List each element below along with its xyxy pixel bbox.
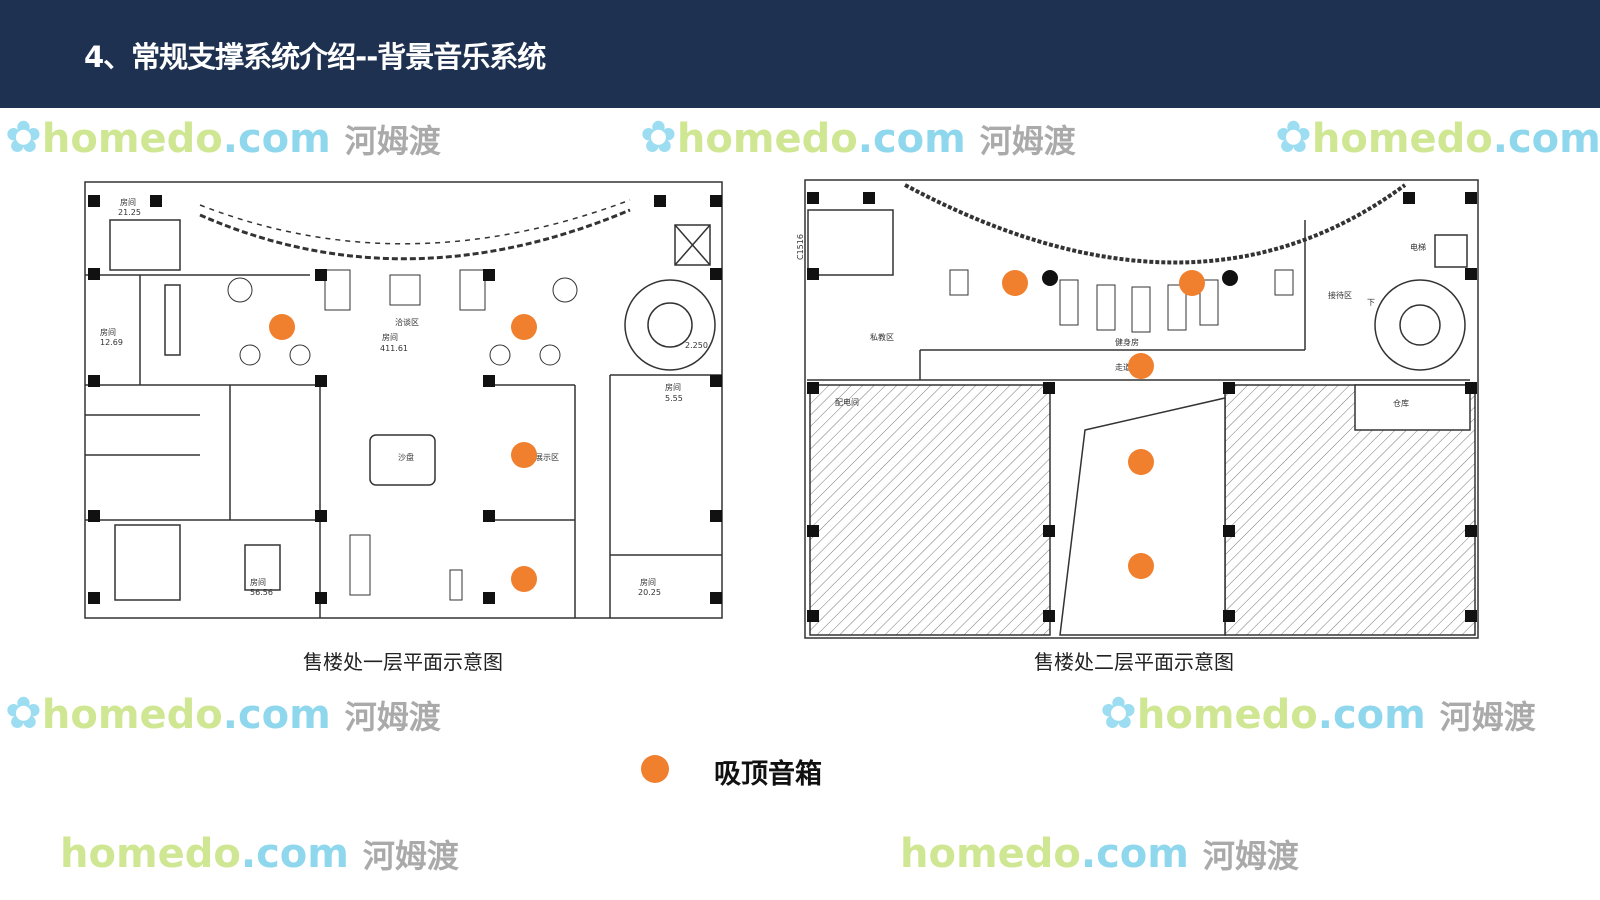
- plan-label: 沙盘: [398, 452, 414, 462]
- floor-plan-second: 私教区 健身房 走道 接待区 电梯 配电间 仓库 C1516 下: [796, 179, 1479, 639]
- flower-logo-icon: ✿: [1100, 688, 1137, 739]
- flower-logo-icon: ✿: [5, 112, 42, 163]
- watermark-logo: homedo.com 河姆渡: [900, 831, 1299, 877]
- ceiling-speaker-marker: [1128, 449, 1154, 475]
- plan-label: 走道: [1115, 362, 1131, 372]
- legend-speaker-label: 吸顶音箱: [714, 759, 822, 790]
- ceiling-speaker-marker: [511, 566, 537, 592]
- ceiling-speaker-marker: [1179, 270, 1205, 296]
- plan-label: 411.61: [380, 344, 408, 353]
- plan-caption-second: 售楼处二层平面示意图: [1034, 650, 1234, 674]
- plan-label: 房间: [250, 577, 266, 587]
- plan-label: 电梯: [1410, 242, 1426, 252]
- ceiling-speaker-marker: [1002, 270, 1028, 296]
- flower-logo-icon: ✿: [1275, 112, 1312, 163]
- watermark-logo: ✿homedo.com 河姆渡: [640, 112, 1076, 163]
- floor-plan-first: 房间 21.25 房间 411.61 洽谈区 沙盘 房间 12.69 房间 56…: [84, 181, 723, 619]
- plan-label: 下: [1367, 298, 1375, 307]
- ceiling-speaker-marker: [511, 442, 537, 468]
- plan-label: 展示区: [535, 453, 559, 462]
- plan-label: 5.55: [665, 394, 683, 403]
- plan-caption-first: 售楼处一层平面示意图: [303, 650, 503, 674]
- flower-logo-icon: ✿: [5, 688, 42, 739]
- plan-label: 接待区: [1328, 290, 1352, 300]
- plan-label: 配电间: [835, 397, 859, 407]
- slide-header: 4、常规支撑系统介绍--背景音乐系统: [0, 0, 1600, 108]
- legend-speaker-dot: [641, 755, 669, 783]
- ceiling-speaker-marker: [511, 314, 537, 340]
- slide-title: 4、常规支撑系统介绍--背景音乐系统: [84, 40, 546, 74]
- plan-label: 房间: [640, 577, 656, 587]
- ceiling-speaker-marker: [1128, 553, 1154, 579]
- flower-logo-icon: ✿: [640, 112, 677, 163]
- watermark-logo: ✿homedo.com: [1275, 112, 1600, 163]
- plan-label: 房间: [382, 332, 398, 342]
- plan-label: 2.250: [685, 341, 708, 350]
- ceiling-speaker-marker: [269, 314, 295, 340]
- watermark-logo: ✿homedo.com 河姆渡: [1100, 688, 1536, 739]
- plan-label: 房间: [665, 382, 681, 392]
- plan-label: 洽谈区: [395, 317, 419, 327]
- plan-label: 仓库: [1393, 398, 1409, 408]
- plan-label: 20.25: [638, 588, 661, 597]
- plan-label: 房间: [120, 197, 136, 207]
- plan-label: 房间: [100, 327, 116, 337]
- plan-label: 私教区: [870, 332, 894, 342]
- plan-label: 56.56: [250, 588, 273, 597]
- plan-label: 健身房: [1115, 337, 1139, 347]
- watermark-logo: ✿homedo.com 河姆渡: [5, 112, 441, 163]
- ceiling-speaker-marker: [1128, 353, 1154, 379]
- plan-label: C1516: [796, 234, 805, 260]
- watermark-logo: homedo.com 河姆渡: [60, 831, 459, 877]
- plan-label: 12.69: [100, 338, 123, 347]
- plan-label: 21.25: [118, 208, 141, 217]
- watermark-logo: ✿homedo.com 河姆渡: [5, 688, 441, 739]
